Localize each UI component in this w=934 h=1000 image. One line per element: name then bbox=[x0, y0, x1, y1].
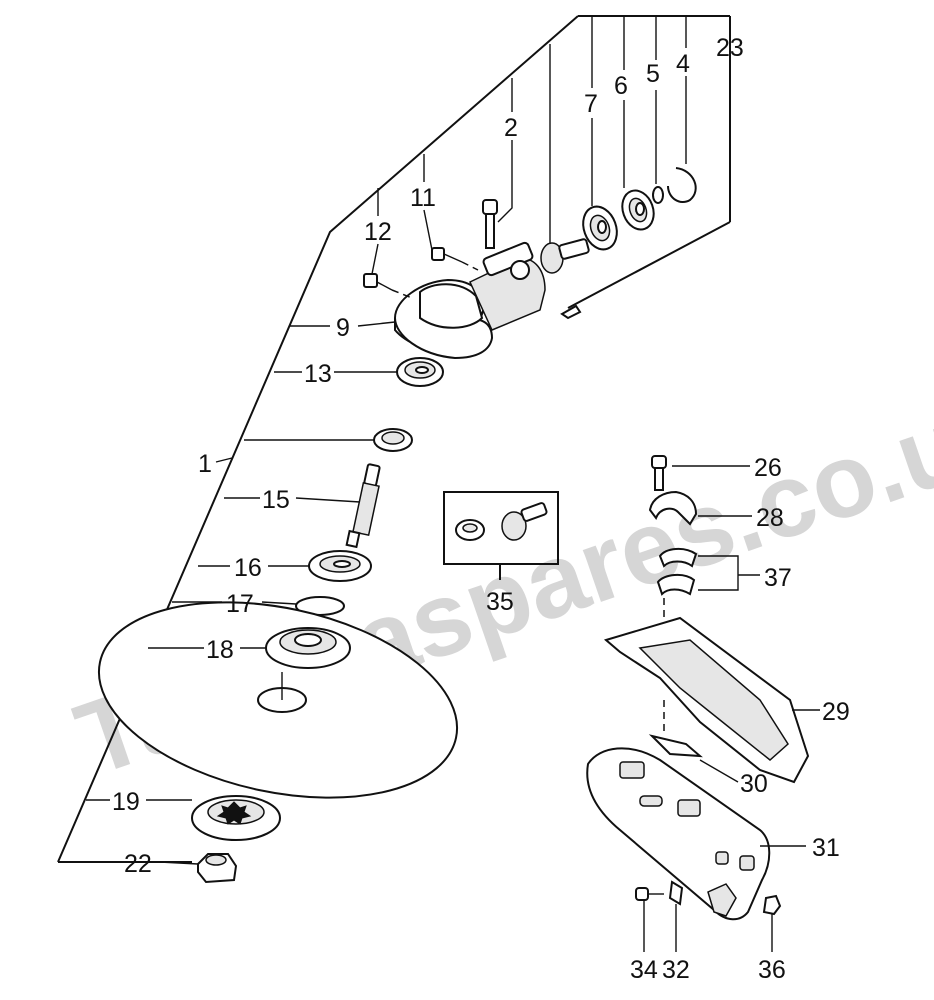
leader-lines bbox=[86, 16, 687, 865]
label-part-26: 26 bbox=[754, 454, 782, 482]
bearing-icon bbox=[308, 550, 372, 582]
label-part-1: 1 bbox=[198, 450, 212, 478]
label-part-5: 5 bbox=[646, 60, 660, 88]
nut-icon bbox=[762, 894, 782, 952]
nut-icon bbox=[197, 853, 238, 884]
blade-disc bbox=[97, 601, 459, 799]
label-part-23: 23 bbox=[716, 34, 744, 62]
label-part-11: 11 bbox=[410, 184, 436, 212]
bolt-icon bbox=[482, 199, 498, 249]
label-part-6: 6 bbox=[614, 72, 628, 100]
clamp-icon bbox=[648, 490, 698, 526]
bearing-icon bbox=[621, 189, 655, 231]
oil-seal-icon bbox=[373, 428, 413, 452]
label-part-19: 19 bbox=[112, 788, 140, 816]
part-labels: 23 4 5 6 7 2 11 12 9 13 1 15 16 17 18 19… bbox=[112, 34, 850, 984]
screw-icon bbox=[431, 247, 479, 271]
label-part-36: 36 bbox=[758, 956, 786, 984]
cover-icon bbox=[586, 747, 771, 921]
washer-icon bbox=[668, 880, 684, 952]
label-part-9: 9 bbox=[336, 314, 350, 342]
bearing-icon bbox=[582, 205, 618, 251]
label-part-7: 7 bbox=[584, 90, 598, 118]
guard-assembly bbox=[586, 455, 820, 952]
pinion-gear-icon bbox=[540, 238, 590, 274]
label-part-22: 22 bbox=[124, 850, 152, 878]
gear-head-assembly bbox=[363, 167, 697, 360]
label-part-13: 13 bbox=[304, 360, 332, 388]
clamp-half-icon bbox=[656, 574, 696, 596]
label-part-28: 28 bbox=[756, 504, 784, 532]
label-part-35: 35 bbox=[486, 588, 514, 616]
label-part-17: 17 bbox=[226, 590, 254, 618]
label-part-34: 34 bbox=[630, 956, 658, 984]
pin-icon bbox=[560, 304, 582, 320]
lower-holder-icon bbox=[191, 795, 281, 841]
label-part-15: 15 bbox=[262, 486, 290, 514]
label-part-37: 37 bbox=[764, 564, 792, 592]
snap-ring-icon bbox=[667, 167, 697, 204]
bearing-icon bbox=[396, 357, 444, 387]
screw-icon bbox=[363, 273, 413, 299]
label-part-2: 2 bbox=[504, 114, 518, 142]
clamp-half-icon bbox=[658, 548, 698, 568]
kit-box bbox=[443, 491, 559, 580]
bolt-icon bbox=[651, 455, 667, 491]
label-part-29: 29 bbox=[822, 698, 850, 726]
label-part-16: 16 bbox=[234, 554, 262, 582]
label-part-4: 4 bbox=[676, 50, 690, 78]
label-part-32: 32 bbox=[662, 956, 690, 984]
label-part-30: 30 bbox=[740, 770, 768, 798]
label-part-31: 31 bbox=[812, 834, 840, 862]
washer-icon bbox=[652, 186, 664, 204]
screw-icon bbox=[635, 887, 664, 952]
blade-holder-icon bbox=[265, 627, 351, 669]
plate-icon bbox=[648, 734, 703, 758]
label-part-12: 12 bbox=[364, 218, 392, 246]
shaft-icon bbox=[345, 463, 381, 549]
label-part-18: 18 bbox=[206, 636, 234, 664]
